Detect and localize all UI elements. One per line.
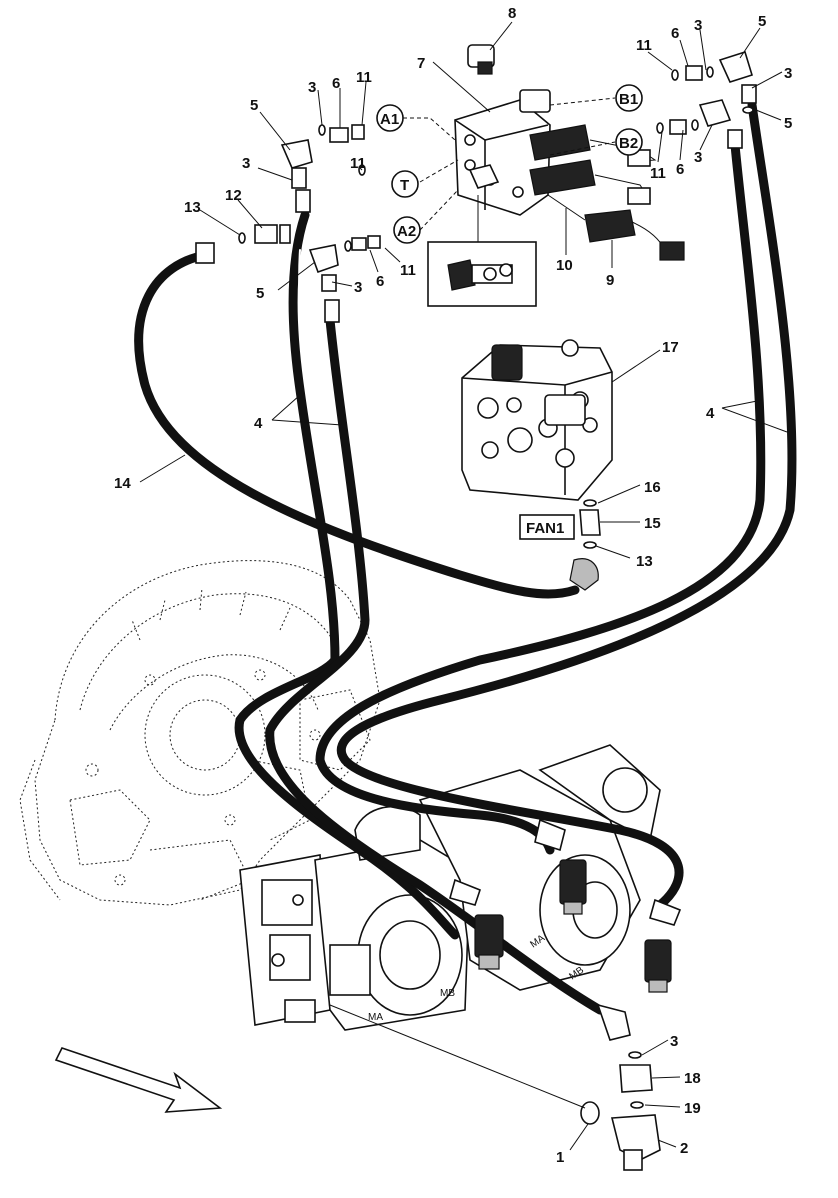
fan1-label: FAN1	[526, 520, 564, 537]
pump-mark-ma-lower: MA	[368, 1012, 383, 1023]
hose-4-left-outer	[234, 210, 460, 940]
hose-4-right-outer	[315, 140, 766, 855]
callout-7: 7	[417, 55, 425, 72]
callout-6-left-lower: 6	[376, 273, 384, 290]
right-fittings	[656, 50, 757, 149]
callout-6-right-lower: 6	[676, 161, 684, 178]
callout-leaders	[139, 21, 788, 1151]
left-fittings	[195, 124, 381, 323]
callout-16: 16	[644, 479, 661, 496]
callout-5-left-lower: 5	[256, 285, 264, 302]
callout-18: 18	[684, 1070, 701, 1087]
callout-5-right: 5	[784, 115, 792, 132]
solenoid-9	[584, 209, 685, 261]
hose-14	[134, 250, 580, 599]
callout-1: 1	[556, 1149, 564, 1166]
callout-3-left-top: 3	[308, 79, 316, 96]
callout-19: 19	[684, 1100, 701, 1117]
callout-12: 12	[225, 187, 242, 204]
control-valve-block	[454, 89, 657, 216]
callout-numbers: 8 7 11 6 3 5 3 5 3 6 11 5 3 6 11 3 11 13…	[114, 5, 792, 1166]
hose-4-left-inner	[265, 315, 605, 1015]
callout-3-left-mid: 3	[242, 155, 250, 172]
hose-4-right-inner	[336, 100, 797, 910]
port-label-b1: B1	[619, 91, 638, 108]
callout-5-left-top: 5	[250, 97, 258, 114]
callout-3-left-lower: 3	[354, 279, 362, 296]
port-connection-lines	[403, 97, 616, 231]
check-valve-8	[467, 44, 495, 75]
callout-10: 10	[556, 257, 573, 274]
callout-6-left-top: 6	[332, 75, 340, 92]
callout-14: 14	[114, 475, 131, 492]
callout-15: 15	[644, 515, 661, 532]
callout-2: 2	[680, 1140, 688, 1157]
callout-13-right: 13	[636, 553, 653, 570]
port-labels: A1 T A2 B1 B2	[376, 84, 643, 244]
fan1-fittings	[569, 499, 601, 591]
cartridge-inset	[427, 195, 537, 307]
port-label-b2: B2	[619, 135, 638, 152]
callout-6-top-right: 6	[671, 25, 679, 42]
callout-3-bottom: 3	[670, 1033, 678, 1050]
callout-4-left: 4	[254, 415, 263, 432]
callout-5-top-right: 5	[758, 13, 766, 30]
pump-mark-mb-lower: MB	[440, 988, 455, 999]
direction-arrow	[54, 1047, 223, 1113]
pump-fittings	[449, 818, 682, 1041]
callout-3-right: 3	[784, 65, 792, 82]
bottom-fittings	[329, 1004, 661, 1171]
callout-11-left-lower: 11	[400, 262, 416, 279]
port-label-a2: A2	[397, 223, 416, 240]
hose-group	[134, 100, 797, 1015]
callout-3-right-lower: 3	[694, 149, 702, 166]
port-label-a1: A1	[380, 111, 399, 128]
callout-9: 9	[606, 272, 614, 289]
fan1-label-box: FAN1	[519, 514, 575, 540]
fan-valve-block-17	[461, 339, 613, 501]
callout-11-right-lower: 11	[650, 165, 666, 182]
callout-17: 17	[662, 339, 679, 356]
callout-4-right: 4	[706, 405, 715, 422]
callout-8: 8	[508, 5, 516, 22]
callout-11-top-right: 11	[636, 37, 652, 54]
callout-11-left-top: 11	[356, 69, 372, 86]
callout-13-left: 13	[184, 199, 201, 216]
port-label-t: T	[400, 177, 409, 194]
callout-11-t-line: 11	[350, 155, 366, 172]
callout-3-top-right: 3	[694, 17, 702, 34]
